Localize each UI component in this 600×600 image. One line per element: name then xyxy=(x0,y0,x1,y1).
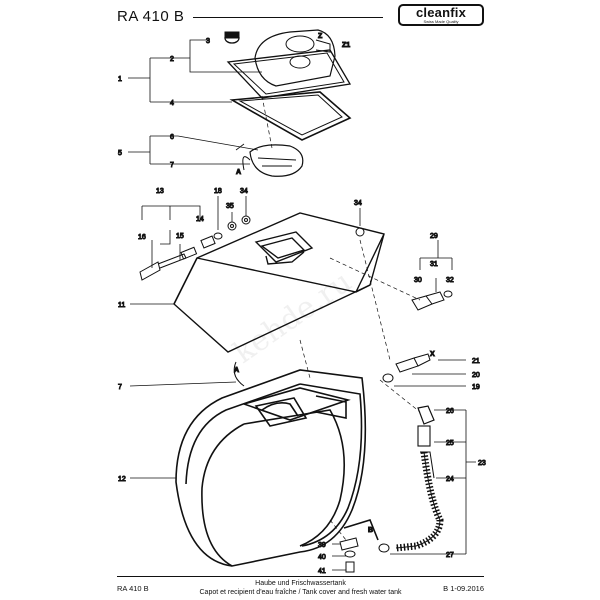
filter-6 xyxy=(242,144,304,177)
callout-19: 19 xyxy=(472,384,480,391)
fresh-water-tank-12 xyxy=(175,369,379,567)
brand-name: cleanfix xyxy=(415,5,466,20)
callout-2: 2 xyxy=(170,56,174,63)
hose-7b xyxy=(233,361,245,387)
connector-a-top: A xyxy=(236,169,241,176)
connector-z: Z xyxy=(318,33,323,40)
callout-12: 12 xyxy=(118,476,126,483)
callout-27: 27 xyxy=(446,552,454,559)
callout-1: 1 xyxy=(118,76,122,83)
callout-11: 11 xyxy=(118,302,125,309)
brand-logo: cleanfix Swiss Made Quality xyxy=(398,4,484,26)
page-title: RA 410 B xyxy=(117,8,185,25)
drain-valve-parts xyxy=(339,537,359,573)
callout-34-left: 34 xyxy=(240,188,248,195)
footer: RA 410 B Haube und Frischwassertank Capo… xyxy=(117,576,484,599)
callout-39: 39 xyxy=(318,542,326,549)
callout-14: 14 xyxy=(196,216,204,223)
callout-25: 25 xyxy=(446,440,454,447)
footer-caption-fr-en: Capot et recipient d'eau fraîche / Tank … xyxy=(199,589,402,596)
footer-caption: Haube und Frischwassertank Capot et reci… xyxy=(117,579,484,597)
footer-model: RA 410 B xyxy=(117,584,149,593)
callout-23: 23 xyxy=(478,460,486,467)
callout-15: 15 xyxy=(176,233,184,240)
callout-31: 31 xyxy=(430,261,438,268)
callout-21: 21 xyxy=(472,358,480,365)
connector-b: B xyxy=(368,527,373,534)
callout-4: 4 xyxy=(170,100,174,107)
connector-z1: Z1 xyxy=(342,42,350,49)
callout-3: 3 xyxy=(206,38,210,45)
callout-40: 40 xyxy=(318,554,326,561)
assembly-leader-lines xyxy=(261,95,421,541)
callout-20: 20 xyxy=(472,372,480,379)
callout-lines xyxy=(128,39,476,571)
cap-assembly xyxy=(224,29,352,99)
callout-6: 6 xyxy=(170,134,174,141)
callout-30: 30 xyxy=(414,277,422,284)
callout-7-bottom: 7 xyxy=(118,384,122,391)
gasket-4 xyxy=(229,91,352,141)
callout-34-right: 34 xyxy=(354,200,362,207)
tank-lid-11 xyxy=(173,212,385,353)
footer-caption-de: Haube und Frischwassertank xyxy=(255,580,346,587)
callout-26: 26 xyxy=(446,408,454,415)
callout-18: 18 xyxy=(214,188,222,195)
callout-24: 24 xyxy=(446,476,454,483)
callout-5: 5 xyxy=(118,150,122,157)
callout-32: 32 xyxy=(446,277,454,284)
connector-a-bottom: A xyxy=(234,367,239,374)
callout-29: 29 xyxy=(430,233,438,240)
connector-x: X xyxy=(430,351,435,358)
callout-41: 41 xyxy=(318,568,326,575)
brand-tagline: Swiss Made Quality xyxy=(423,19,459,24)
header-rule xyxy=(193,17,383,18)
drain-hose-assembly xyxy=(378,405,444,553)
right-fittings xyxy=(382,290,453,383)
callout-7-top: 7 xyxy=(170,162,174,169)
callout-35: 35 xyxy=(226,203,234,210)
footer-revision: B 1-09.2016 xyxy=(443,584,484,593)
callout-13: 13 xyxy=(156,188,164,195)
callout-16: 16 xyxy=(138,234,146,241)
